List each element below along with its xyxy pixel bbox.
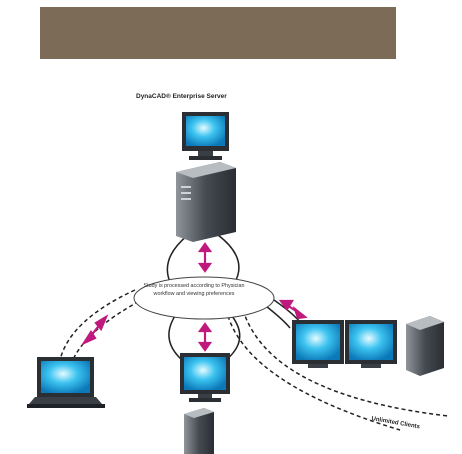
processing-hub bbox=[133, 276, 275, 320]
unlimited-link-2 bbox=[227, 315, 401, 431]
bottom-link-left bbox=[168, 315, 183, 361]
arrow-server-hub bbox=[197, 242, 213, 273]
bottom-monitor bbox=[180, 353, 230, 402]
data-flow-arrows bbox=[81, 242, 308, 352]
arrow-hub-bottom bbox=[197, 322, 213, 352]
laptop-link-2 bbox=[71, 297, 146, 363]
bottom-tower bbox=[184, 408, 214, 454]
server-link-left bbox=[166, 234, 189, 283]
workstation-tower bbox=[406, 316, 444, 376]
laptop-client bbox=[27, 357, 105, 408]
enterprise-server-tower bbox=[176, 162, 236, 242]
server-title: DynaCAD® Enterprise Server bbox=[136, 93, 227, 100]
header-banner bbox=[40, 7, 396, 59]
arrow-workstations bbox=[278, 299, 308, 320]
workstation-monitor-right bbox=[345, 320, 397, 368]
unlimited-link-1 bbox=[242, 309, 449, 417]
laptop-link-1 bbox=[59, 289, 136, 361]
hub-description: Study is processed according to Physicia… bbox=[143, 283, 245, 297]
server-monitor bbox=[182, 112, 229, 160]
server-link-right bbox=[217, 234, 240, 283]
arrow-laptop bbox=[81, 314, 109, 346]
workstation-monitor-left bbox=[292, 320, 344, 368]
